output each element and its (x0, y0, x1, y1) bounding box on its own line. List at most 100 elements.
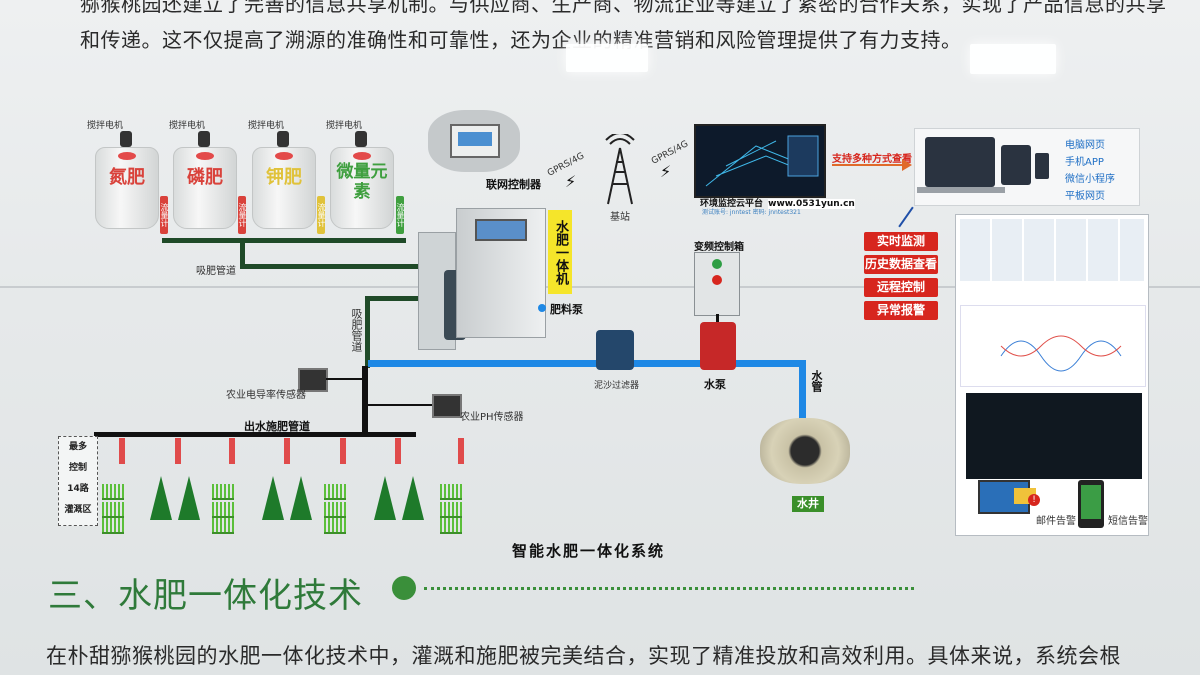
tank-cap-icon (275, 152, 293, 160)
ec-sensor-icon (298, 368, 328, 392)
bullet-icon (392, 576, 416, 600)
grass-icon (440, 518, 462, 534)
controller-display (458, 132, 492, 146)
solenoid-valve-icon (119, 438, 125, 464)
solenoid-valve-icon (284, 438, 290, 464)
tank-cap-icon (196, 152, 214, 160)
cloud-platform-graphic (705, 135, 819, 187)
suction-pipe (240, 242, 245, 268)
outlet-pipe-vertical (362, 366, 368, 436)
mixer-motor-label: 搅拌电机 (169, 121, 206, 131)
ph-sensor-label: 农业PH传感器 (460, 412, 524, 423)
lightning-icon: ⚡ (565, 172, 577, 191)
sensor-cable (326, 378, 362, 380)
well-label: 水井 (792, 496, 824, 512)
fertigation-machine (456, 208, 546, 338)
arrow-down-line (898, 206, 914, 228)
indicator-light-icon (712, 259, 722, 269)
sms-alarm-label: 短信告警 (1108, 516, 1148, 527)
tree-icon (178, 476, 200, 520)
flowmeter-potassium: 流量计 (317, 196, 326, 234)
cloud-platform-label: 环境监控云平台 www.0531yun.cn (700, 196, 855, 209)
zone-note-line: 灌溉区 (64, 505, 92, 515)
tank-potassium: 搅拌电机 钾肥 (248, 118, 316, 229)
devices-panel: 电脑网页 手机APP 微信小程序 平板网页 (914, 128, 1140, 206)
tank-trace-elements: 搅拌电机 微量元素 (326, 118, 394, 229)
suction-pipe (162, 238, 406, 243)
mixer-motor-label: 搅拌电机 (326, 121, 363, 131)
indicator-light-icon (712, 275, 722, 285)
solenoid-valve-icon (229, 438, 235, 464)
grass-icon (102, 502, 124, 518)
base-station-label: 基站 (610, 212, 630, 223)
feature-remote-control[interactable]: 远程控制 (864, 278, 938, 297)
grass-icon (212, 484, 234, 500)
zone-note-line: 14路 (67, 484, 89, 494)
top-paragraph-line2: 和传递。这不仅提高了溯源的准确性和可靠性，还为企业的精准营销和风险管理提供了有力… (80, 28, 962, 52)
suction-pipe (365, 296, 455, 301)
sms-phone-icon (1078, 480, 1104, 528)
laptop-icon (925, 137, 995, 187)
network-controller-device (428, 110, 520, 172)
flowmeter-phosphorus: 流量计 (238, 196, 247, 234)
tablet-icon (1001, 145, 1031, 185)
mixer-motor-label: 搅拌电机 (248, 121, 285, 131)
email-alarm-label: 邮件告警 (1036, 516, 1076, 527)
feature-alarm[interactable]: 异常报警 (864, 301, 938, 320)
well-icon (760, 418, 850, 484)
tank-phosphorus: 搅拌电机 磷肥 (169, 118, 237, 229)
chart-lines-icon (1000, 335, 1122, 372)
system-title: 智能水肥一体化系统 (512, 542, 666, 560)
tree-icon (374, 476, 396, 520)
grass-icon (212, 502, 234, 518)
grass-icon (440, 502, 462, 518)
tank-body: 氮肥 (95, 147, 159, 229)
cable (716, 314, 719, 322)
tank-label: 氮肥 (109, 167, 145, 188)
machine-label: 水肥一体机 (548, 210, 572, 294)
water-main-pipe (368, 360, 806, 367)
mixer-motor-icon (198, 131, 210, 147)
panel-seam (0, 286, 1200, 288)
view-method-item: 电脑网页 (1065, 140, 1105, 151)
water-pump-icon (700, 322, 736, 370)
water-pipe-label: 水管 (810, 370, 823, 392)
ph-sensor-icon (432, 394, 462, 418)
mixer-motor-icon (277, 131, 289, 147)
tree-icon (290, 476, 312, 520)
grass-icon (102, 484, 124, 500)
tank-cap-icon (353, 152, 371, 160)
tank-label: 磷肥 (187, 167, 223, 188)
view-method-item: 微信小程序 (1065, 174, 1115, 185)
tree-icon (262, 476, 284, 520)
tank-label: 微量元素 (336, 162, 388, 202)
view-method-item: 平板网页 (1065, 191, 1105, 202)
laptop-base-icon (917, 187, 1005, 193)
top-paragraph-line1: 猕猴桃园还建立了完善的信息共享机制。与供应商、生产商、物流企业等建立了紧密的合作… (80, 0, 1167, 16)
solenoid-valve-icon (340, 438, 346, 464)
tank-body: 钾肥 (252, 147, 316, 229)
sand-filter-label: 泥沙过滤器 (594, 381, 640, 391)
tank-label: 钾肥 (266, 167, 302, 188)
suction-pipe-vertical (365, 298, 370, 368)
grass-icon (324, 484, 346, 500)
feature-history[interactable]: 历史数据查看 (864, 255, 938, 274)
mixer-motor-label: 搅拌电机 (87, 121, 124, 131)
suction-pipe-label: 吸肥管道 (196, 266, 236, 277)
zone-note-box: 最多 控制 14路 灌溉区 (58, 436, 98, 526)
solenoid-valve-icon (175, 438, 181, 464)
cloud-platform-url[interactable]: www.0531yun.cn (768, 199, 855, 209)
dashboard-chart (960, 305, 1146, 387)
water-pump-label: 水泵 (704, 378, 726, 391)
solenoid-valve-icon (395, 438, 401, 464)
tank-body: 磷肥 (173, 147, 237, 229)
dashboard-grid (960, 219, 1144, 281)
suction-pipe (240, 264, 450, 269)
sand-filter-icon (596, 330, 634, 370)
grass-icon (324, 502, 346, 518)
machine-screen-icon (475, 219, 527, 241)
vfd-box (694, 252, 740, 316)
grass-icon (440, 484, 462, 500)
feature-realtime[interactable]: 实时监测 (864, 232, 938, 251)
multi-view-label: 支持多种方式查看 (832, 154, 912, 165)
